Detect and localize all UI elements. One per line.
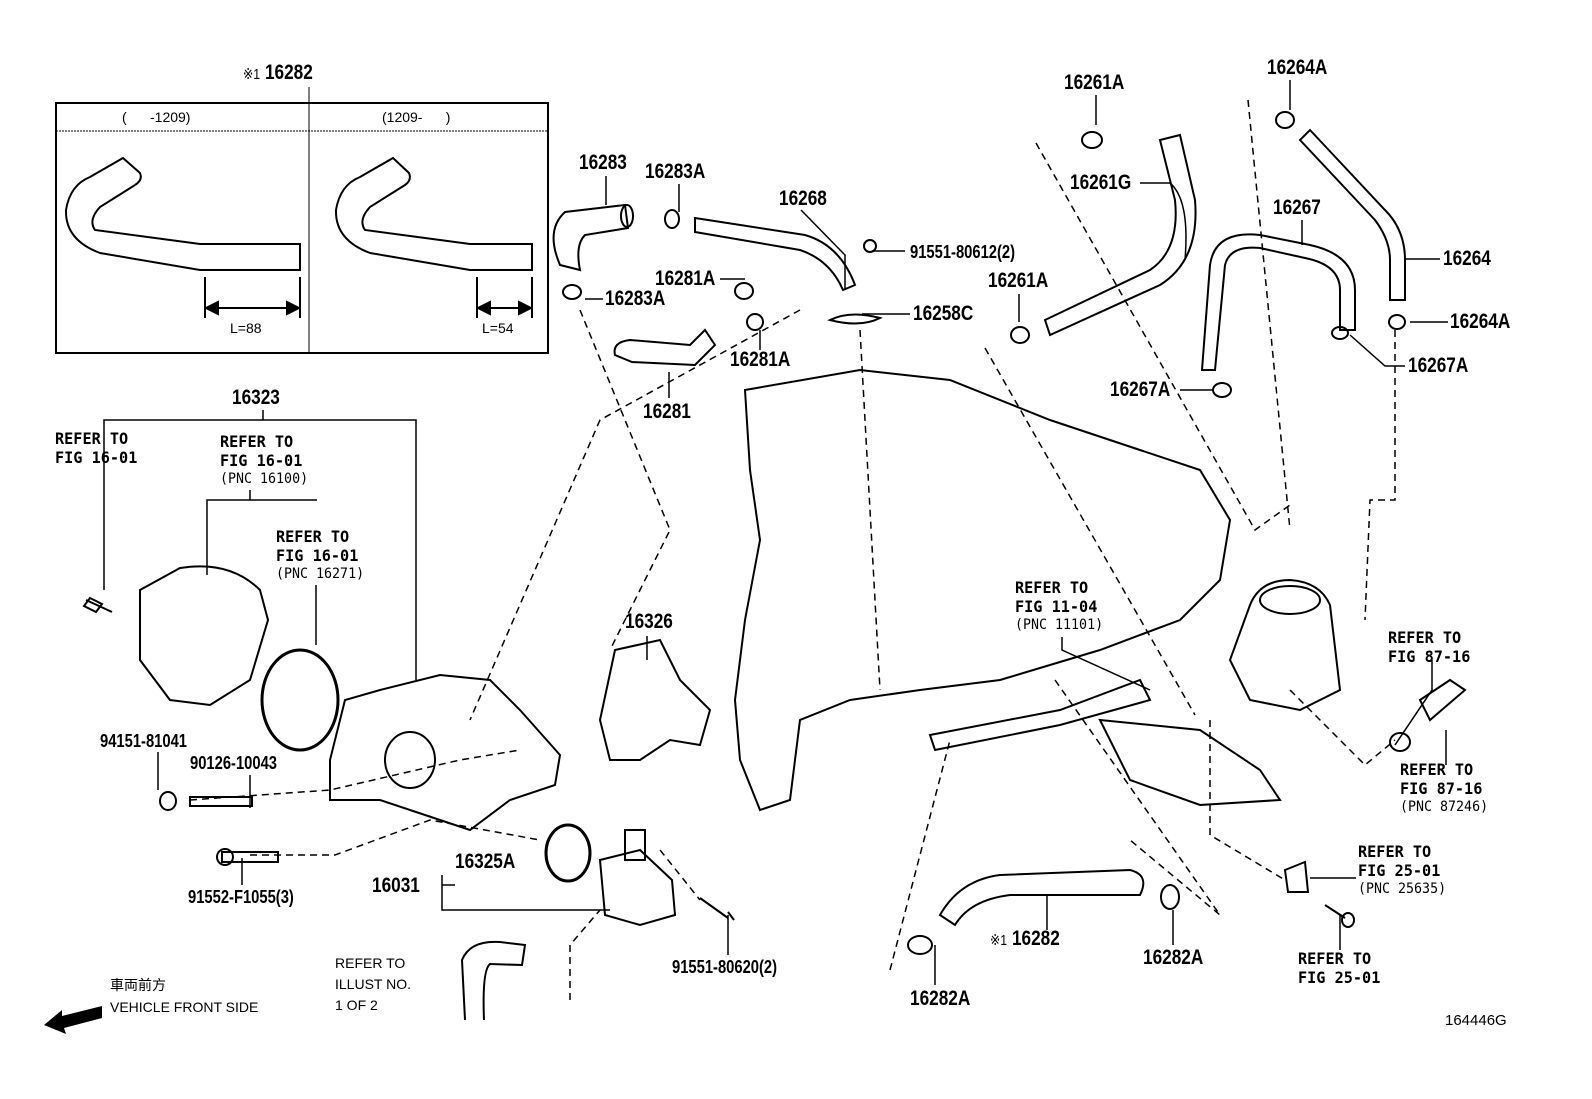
intake-manifold bbox=[1098, 718, 1282, 807]
hose-lower bbox=[460, 940, 527, 1021]
part-label[interactable]: 16261A bbox=[1064, 71, 1125, 94]
water-inlet-16031 bbox=[598, 829, 677, 927]
throttle-body bbox=[1228, 578, 1342, 712]
hose-16268 bbox=[694, 216, 857, 292]
part-label[interactable]: 16281 bbox=[643, 400, 691, 423]
part-label[interactable]: 16261A bbox=[988, 269, 1049, 292]
intake-pipe bbox=[928, 678, 1152, 752]
inset-right-header: (1209- ) bbox=[382, 109, 451, 125]
inset-left-header: ( -1209) bbox=[122, 109, 191, 125]
part-label[interactable]: 16323 bbox=[232, 386, 280, 409]
gasket-16326 bbox=[598, 638, 712, 761]
hose-16281 bbox=[613, 328, 717, 367]
part-label[interactable]: 91551-80620(2) bbox=[672, 957, 778, 977]
hoses-and-parts bbox=[139, 128, 1467, 1021]
part-label[interactable]: 16281A bbox=[655, 267, 716, 290]
front-arrow bbox=[44, 1006, 102, 1034]
part-label[interactable]: 16283A bbox=[605, 287, 666, 310]
front-label-en: VEHICLE FRONT SIDE bbox=[110, 999, 259, 1015]
hose-16283 bbox=[552, 203, 630, 272]
hose-16264 bbox=[1298, 128, 1406, 301]
note-mark: ※1 bbox=[990, 932, 1008, 949]
hose-16282 bbox=[938, 868, 1145, 927]
dashed-lines bbox=[189, 99, 1396, 1000]
figure-id: 164446G bbox=[1445, 1012, 1507, 1029]
part-label[interactable]: 16031 bbox=[372, 874, 420, 897]
part-label[interactable]: 16282A bbox=[910, 987, 971, 1010]
front-label-jp: 車両前方 bbox=[110, 977, 166, 993]
arrow-left-icon bbox=[44, 1006, 102, 1034]
part-label[interactable]: 16267A bbox=[1110, 378, 1171, 401]
hose-16261G bbox=[1043, 133, 1197, 337]
clamps-and-bolts bbox=[82, 111, 1411, 955]
inset-right-length: L=54 bbox=[482, 320, 514, 336]
part-label[interactable]: 16258C bbox=[913, 302, 974, 325]
o-ring-16325A bbox=[544, 823, 592, 883]
part-number: 16282 bbox=[264, 61, 313, 84]
water-pump-16323 bbox=[329, 673, 562, 832]
inset-table bbox=[55, 87, 549, 354]
gasket-16258C bbox=[827, 313, 883, 325]
part-label[interactable]: 91552-F1055(3) bbox=[188, 887, 294, 907]
part-label[interactable]: 16282A bbox=[1143, 946, 1204, 969]
part-number: 16282 bbox=[1011, 927, 1060, 950]
note-mark: ※1 bbox=[243, 66, 261, 83]
inset-left-length: L=88 bbox=[230, 320, 262, 336]
part-label[interactable]: 94151-81041 bbox=[100, 731, 188, 751]
part-label[interactable]: 16326 bbox=[625, 610, 673, 633]
part-label[interactable]: 91551-80612(2) bbox=[910, 242, 1016, 262]
part-label[interactable]: 16264A bbox=[1450, 310, 1511, 333]
leader-lines bbox=[103, 80, 1448, 985]
hose-16267 bbox=[1200, 233, 1356, 371]
part-label[interactable]: 16261G bbox=[1070, 171, 1132, 194]
hose-illustration-right bbox=[334, 156, 533, 271]
part-label[interactable]: 16264 bbox=[1443, 247, 1491, 270]
part-label[interactable]: 90126-10043 bbox=[190, 753, 278, 773]
part-label[interactable]: 16267A bbox=[1408, 354, 1469, 377]
part-label[interactable]: 16325A bbox=[455, 850, 516, 873]
part-label[interactable]: 16283 bbox=[579, 151, 627, 174]
part-label[interactable]: 16264A bbox=[1267, 56, 1328, 79]
part-label[interactable]: 16281A bbox=[730, 348, 791, 371]
water-pump-cover bbox=[139, 565, 270, 707]
hose-illustration-left bbox=[64, 156, 301, 271]
o-ring-16271 bbox=[260, 648, 340, 752]
part-label[interactable]: 16268 bbox=[779, 187, 827, 210]
part-label[interactable]: 16267 bbox=[1273, 196, 1321, 219]
engine-block bbox=[733, 368, 1232, 812]
part-label[interactable]: 16283A bbox=[645, 160, 706, 183]
inset-title: ※1 16282 bbox=[243, 62, 313, 86]
part-label[interactable]: ※1 16282 bbox=[990, 928, 1060, 952]
